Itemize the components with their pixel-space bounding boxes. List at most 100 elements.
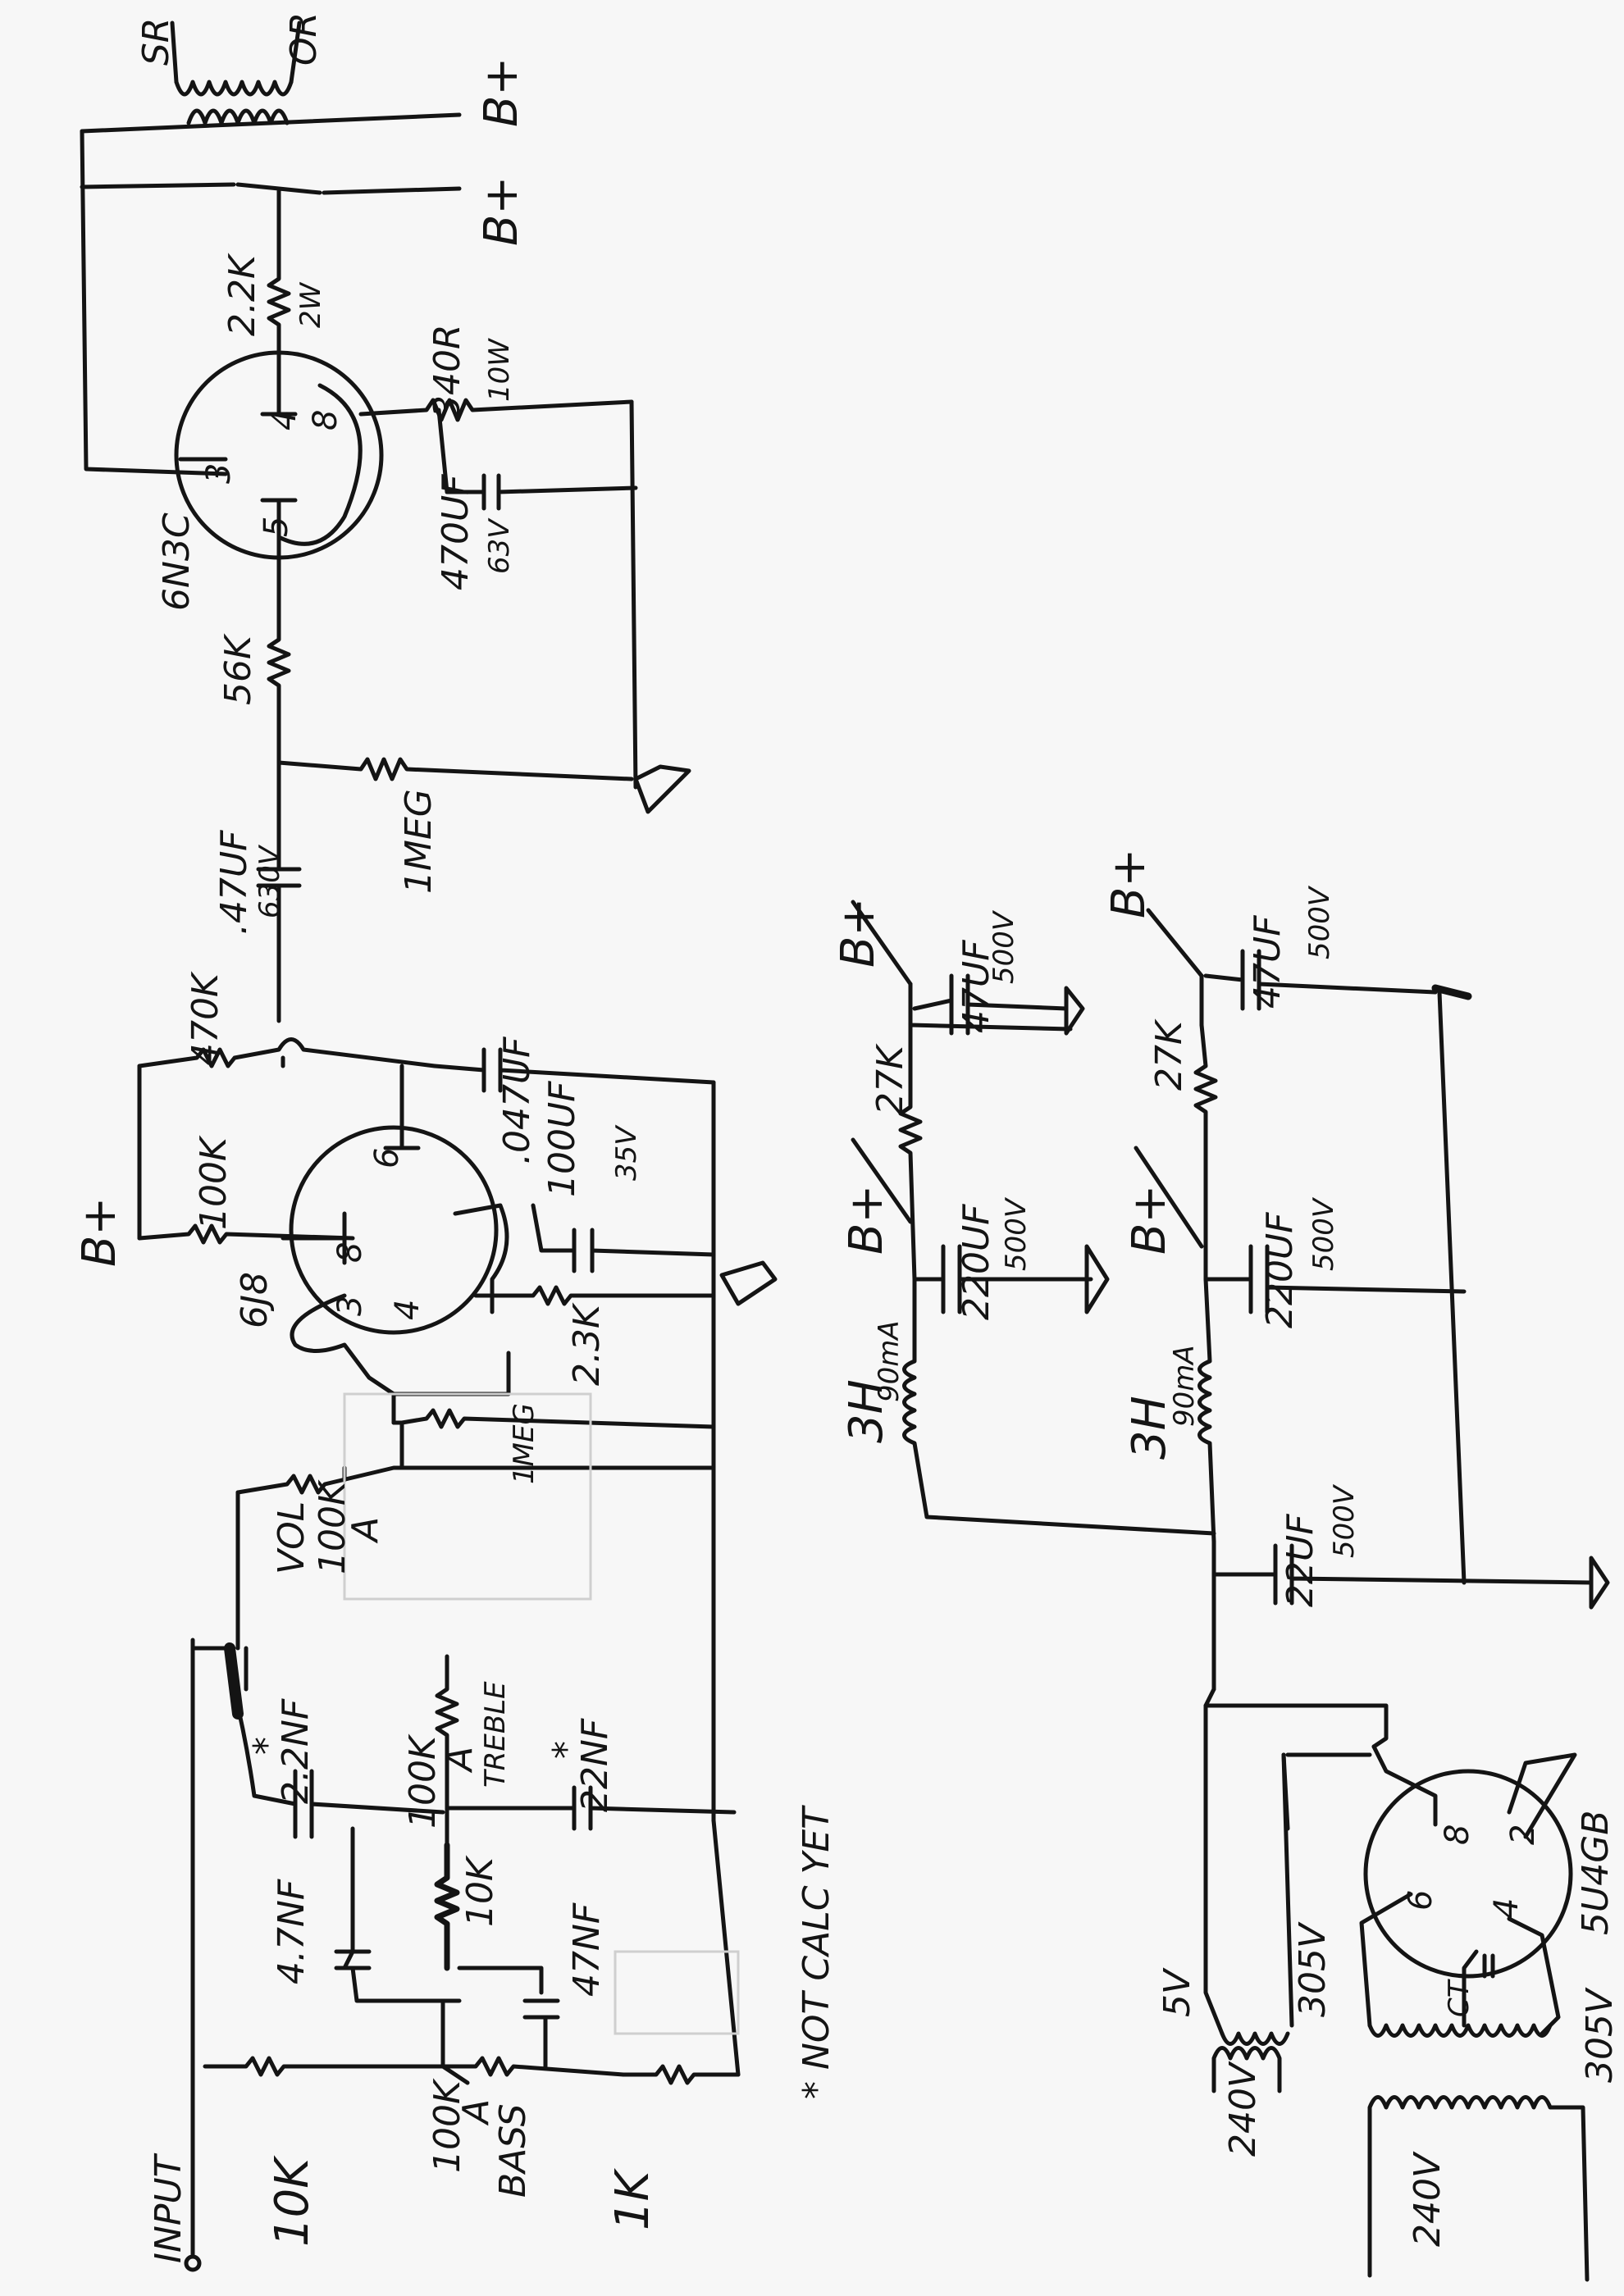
output-stage: [80, 20, 691, 1023]
label-630v: 630V: [253, 844, 286, 918]
erasure-mark: [343, 1392, 592, 1601]
ground-symbol: [1589, 1556, 1610, 1610]
label-340r: 340R: [427, 324, 468, 418]
capacitor-22nf: [445, 1785, 737, 1831]
note-not-calc-yet: * NOT CALC YET: [796, 1805, 837, 2099]
capacitor-22uf: [1211, 1543, 1594, 1606]
label-1meg-grid: 1MEG: [508, 1403, 541, 1484]
resistor-2k3: [473, 1285, 716, 1306]
label-ps1-choke-ma: 90mA: [873, 1320, 906, 1402]
capacitor-220uf-ps2: [1203, 1244, 1467, 1314]
power-supply-2: [1134, 908, 1610, 1692]
label-vol: VOL: [271, 1501, 312, 1574]
label-ps1-bplus-b: B+: [840, 1185, 893, 1255]
svg-text:8: 8: [307, 410, 344, 430]
capacitor-2n2: [231, 1687, 445, 1839]
capacitor-47uf-ps2: [1203, 949, 1438, 1011]
label-22nf-star: *: [545, 1741, 587, 1759]
label-2k3: 2.3K: [566, 1302, 608, 1386]
label-ps1-bplus-a: B+: [832, 898, 885, 968]
label-ps2-choke-ma: 90mA: [1168, 1345, 1201, 1427]
label-ps2-bplus-b: B+: [1123, 1185, 1176, 1255]
choke-3h-ps1: [902, 1277, 1216, 1536]
resistor-27k-ps1: [898, 1088, 923, 1282]
label-22nf: 22NF: [574, 1718, 616, 1812]
label-ps2-220uf: 220UF: [1259, 1212, 1301, 1328]
labels: SR OR B+ B+ 2.2K 2W 340R 10W 470UF 63V 6…: [73, 12, 1621, 2263]
label-pin-8: 8: [1439, 1824, 1476, 1845]
resistor-340r: [358, 398, 634, 422]
label-ps2-220uf-v: 500V: [1307, 1196, 1340, 1271]
label-10k-mid: 10K: [459, 1855, 501, 1927]
svg-text:6: 6: [368, 1148, 406, 1168]
tube-6j8: [289, 1125, 499, 1335]
label-ct: CT: [1443, 1979, 1476, 2017]
label-sr: SR: [135, 17, 177, 66]
label-2n2-star: *: [246, 1737, 288, 1755]
capacitor-220uf-ps1: [912, 1244, 1093, 1314]
capacitor-047uf: [256, 760, 302, 1023]
label-ps1-choke: 3H: [840, 1379, 893, 1443]
label-ps2-47uf: 47UF: [1247, 915, 1289, 1009]
label-305v-b: 305V: [1579, 1987, 1621, 2083]
label-treble: TREBLE: [479, 1681, 512, 1788]
filament-winding-5v: [1220, 2031, 1290, 2046]
label-ps2-choke: 3H: [1123, 1396, 1176, 1460]
label-35v: 35V: [610, 1124, 643, 1181]
svg-text:8: 8: [331, 1242, 369, 1263]
label-pin-4: 4: [1488, 1898, 1526, 1919]
resistor-1meg-grid: [399, 1408, 716, 1429]
choke-3h-ps2: [1197, 1277, 1216, 1544]
label-5v: 5V: [1156, 1967, 1198, 2017]
ground-symbol: [1064, 986, 1085, 1036]
label-22uf: 22UF: [1280, 1514, 1321, 1607]
input-jack[interactable]: [184, 2254, 202, 2272]
label-bplus-pre: B+: [73, 1197, 126, 1267]
label-305v-a: 305V: [1292, 1921, 1334, 2017]
label-1k: 1K: [606, 2167, 659, 2230]
label-63v: 63V: [483, 517, 516, 574]
label-47nf: 47NF: [566, 1902, 608, 1997]
label-bass-pot: 100K: [427, 2078, 468, 2173]
label-22uf-v: 500V: [1328, 1483, 1361, 1558]
resistor-1meg: [276, 757, 634, 781]
label-ps1-220uf-v: 500V: [1000, 1196, 1033, 1271]
capacitor-4n7: [334, 1826, 462, 2003]
ground-symbol: [719, 1260, 778, 1306]
label-treble-pot: 100K: [402, 1733, 444, 1829]
capacitor-100uf: [453, 1203, 716, 1314]
treble-pot: [435, 1654, 459, 1847]
label-6j8: 6J8: [234, 1272, 276, 1328]
label-6n3c: 6N3C: [156, 512, 198, 611]
svg-text:3: 3: [331, 1296, 369, 1316]
label-2w: 2W: [294, 281, 327, 328]
label-4n7: 4.7NF: [271, 1879, 312, 1984]
label-240v-b: 240V: [1407, 2151, 1448, 2247]
label-100k-plate: 100K: [193, 1135, 235, 1230]
svg-text:4: 4: [389, 1300, 427, 1320]
ground-symbol: [1084, 1244, 1110, 1314]
label-100uf: 100UF: [541, 1081, 583, 1197]
output-transformer-secondary: [174, 80, 294, 97]
label-bass-taper: A: [455, 2099, 497, 2126]
label-pin-6: 6: [1402, 1890, 1439, 1911]
label-ps2-27k: 27K: [1148, 1018, 1190, 1091]
svg-text:4: 4: [266, 410, 303, 430]
svg-text:3: 3: [200, 463, 238, 484]
rectifier-section: [1203, 1687, 1590, 2282]
label-2k2: 2.2K: [221, 253, 263, 336]
label-ps2-bplus-a: B+: [1102, 849, 1156, 918]
label-or: OR: [283, 12, 325, 66]
erasure-mark: [614, 1950, 740, 2035]
label-10w: 10W: [483, 338, 516, 402]
preamp-stage: [137, 1037, 778, 2272]
resistor-56k: [267, 531, 291, 765]
label-bplus-out: B+: [475, 176, 528, 246]
resistor-bass: [440, 2056, 626, 2077]
label-input: INPUT: [148, 2152, 189, 2263]
volume-pot: [235, 1465, 716, 1495]
label-5u4gb: 5U4GB: [1575, 1811, 1617, 1935]
label-vol-taper: A: [344, 1517, 386, 1544]
mains-winding: [1367, 2095, 1590, 2282]
capacitor-47uf-ps1: [912, 973, 1069, 1036]
